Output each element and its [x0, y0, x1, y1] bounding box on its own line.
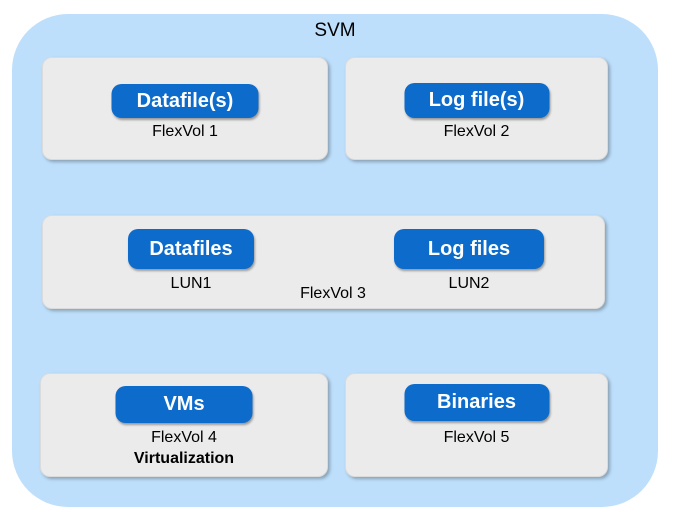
logfiles-badge: Log file(s)	[404, 83, 549, 118]
virtualization-label: Virtualization	[133, 450, 235, 467]
flexvol5-box: Binaries FlexVol 5	[345, 373, 608, 477]
flexvol2-box: Log file(s) FlexVol 2	[345, 57, 608, 160]
binaries-badge: Binaries	[404, 384, 549, 421]
lun2-logfiles-badge: Log files	[394, 229, 544, 269]
lun1-datafiles-badge: Datafiles	[128, 229, 254, 269]
svm-container: SVM Datafile(s) FlexVol 1 Log file(s) Fl…	[12, 14, 658, 507]
datafiles-badge: Datafile(s)	[111, 84, 259, 118]
flexvol4-box: VMs FlexVol 4 Virtualization	[40, 373, 328, 477]
flexvol3-label: FlexVol 3	[300, 285, 366, 302]
flexvol1-box: Datafile(s) FlexVol 1	[42, 57, 328, 160]
flexvol4-label: FlexVol 4	[151, 429, 217, 446]
vms-badge: VMs	[115, 386, 253, 423]
flexvol2-label: FlexVol 2	[443, 123, 510, 140]
lun2-label: LUN2	[448, 275, 490, 292]
flexvol3-box: Datafiles LUN1 FlexVol 3 Log files LUN2	[42, 215, 605, 309]
svm-title: SVM	[314, 20, 356, 41]
lun1-label: LUN1	[170, 275, 212, 292]
flexvol1-label: FlexVol 1	[152, 123, 218, 140]
flexvol5-label: FlexVol 5	[443, 429, 510, 446]
